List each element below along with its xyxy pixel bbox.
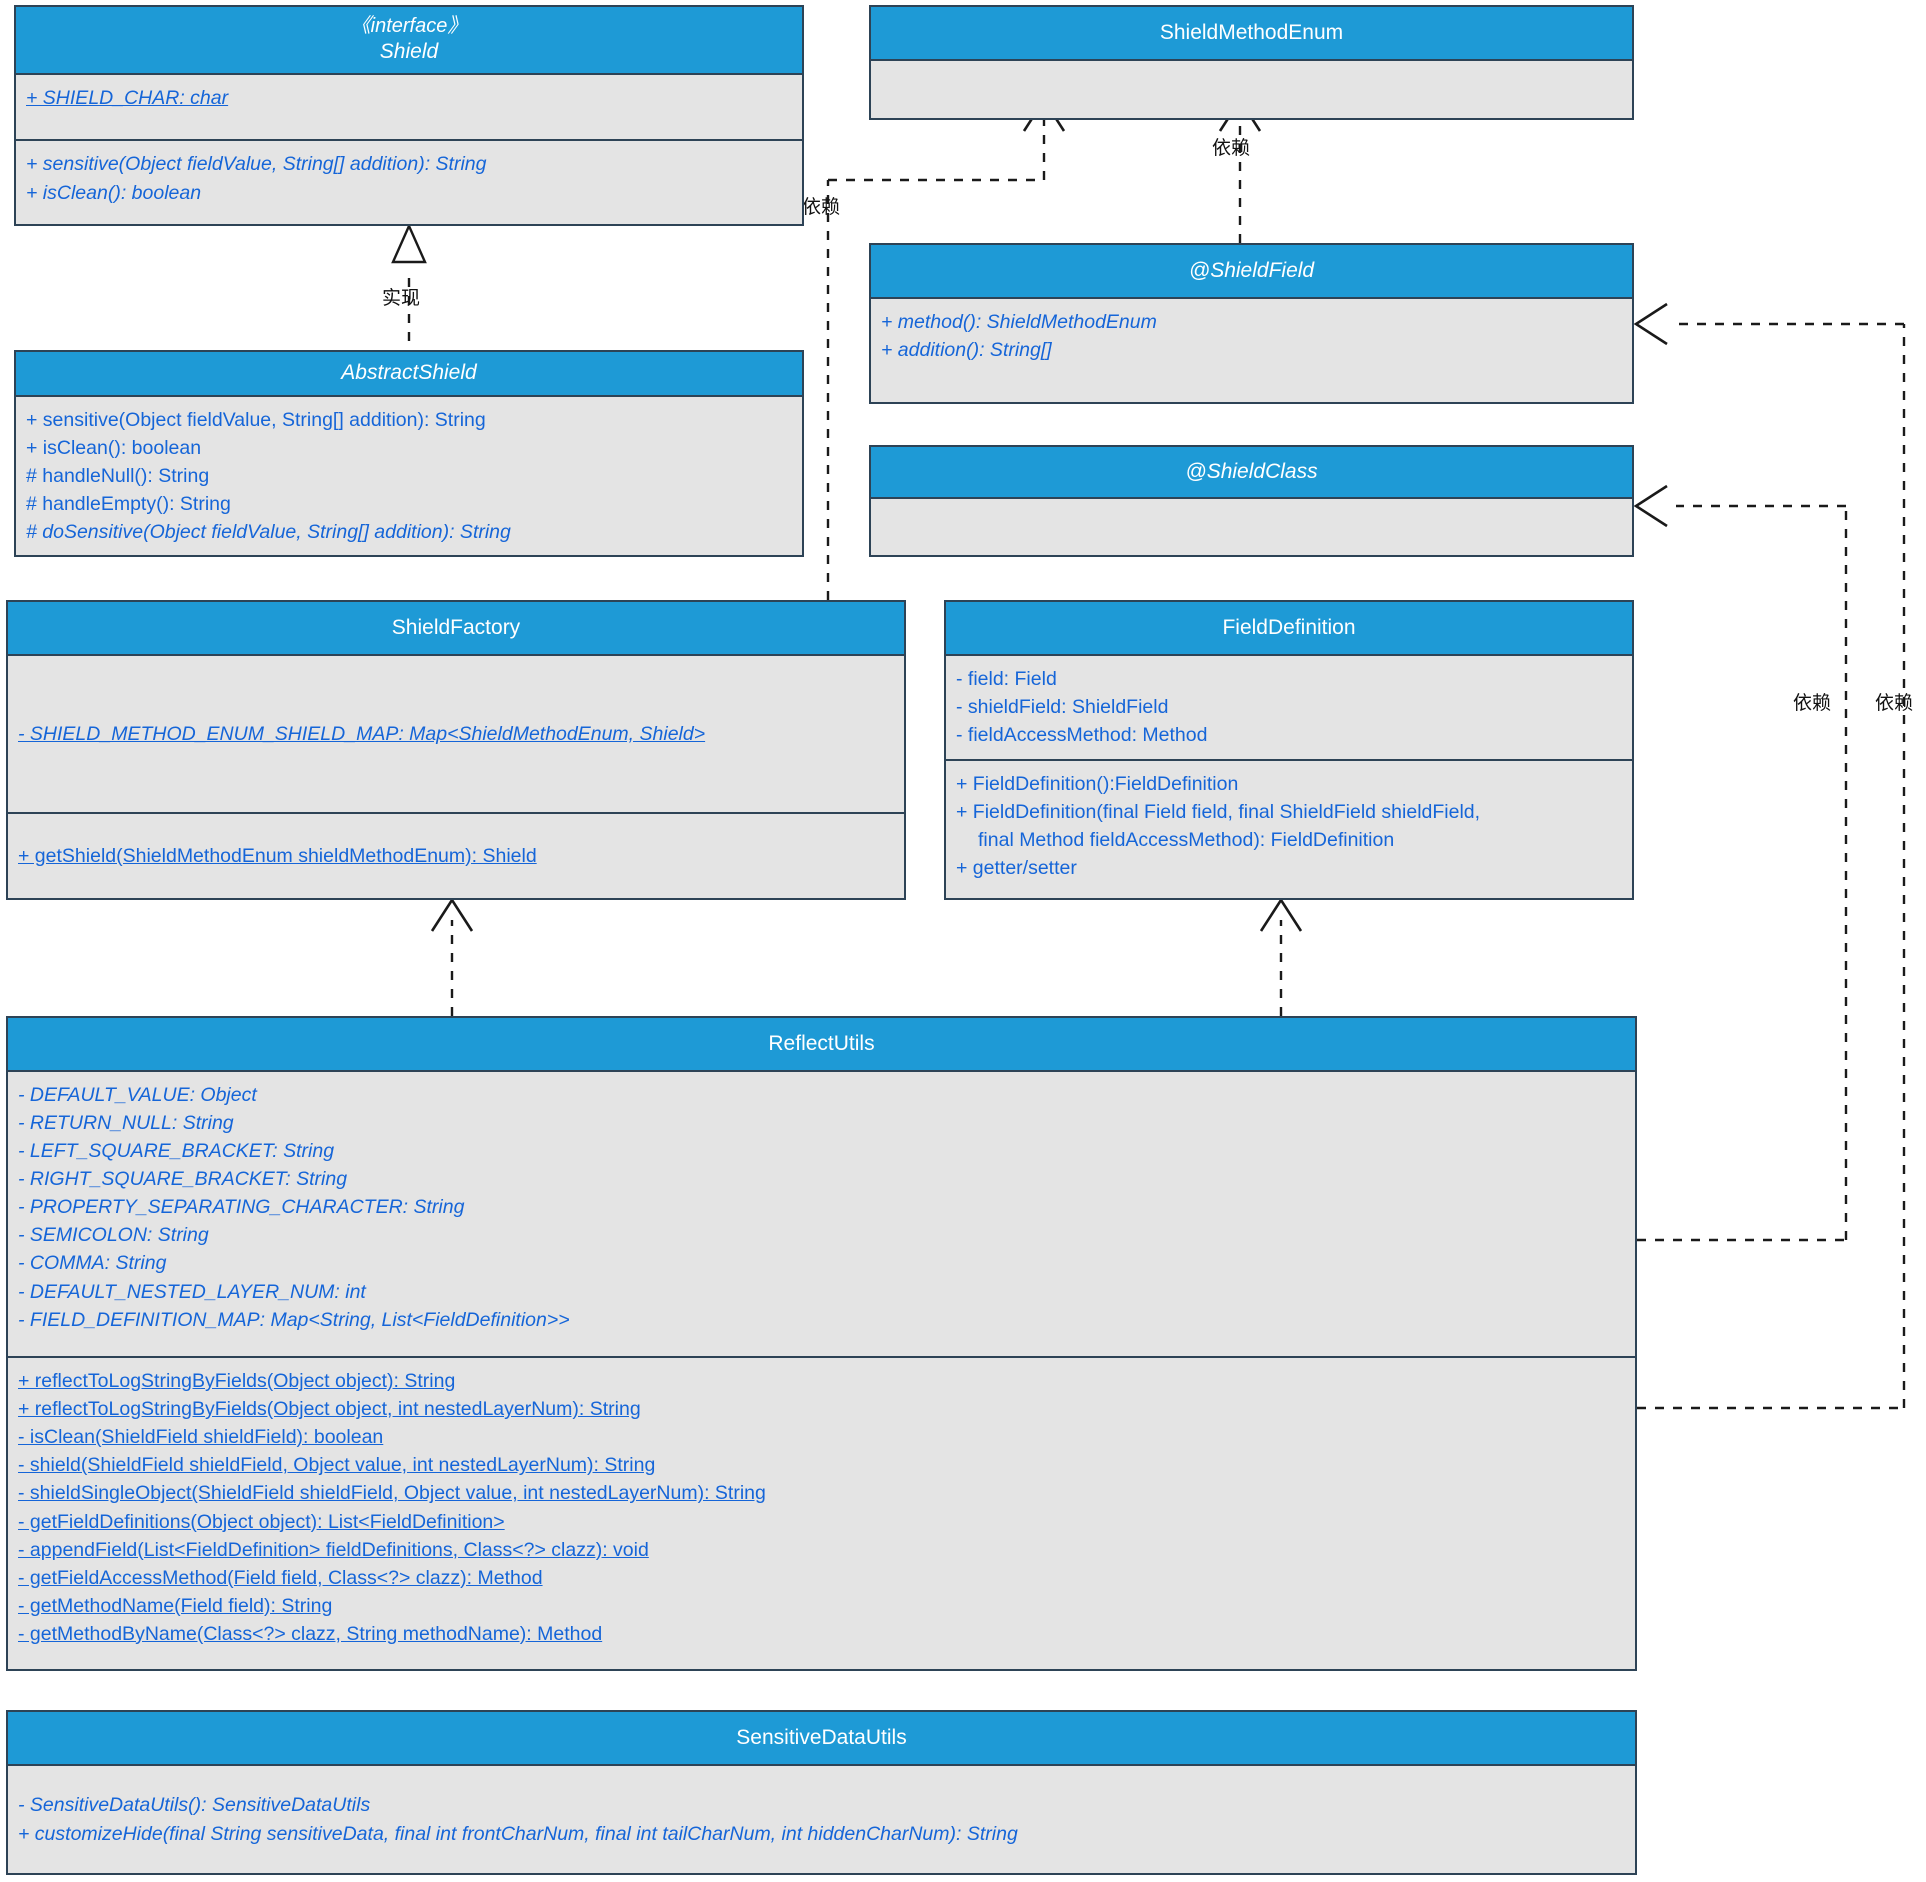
member-reflectutils-getmethodname: - getMethodName(Field field): String [18, 1594, 333, 1617]
class-box-shield[interactable]: 《interface》 Shield + SHIELD_CHAR: char +… [14, 5, 804, 226]
member-reflectutils-default-value: - DEFAULT_VALUE: Object [18, 1084, 257, 1106]
member-reflectutils-return-null: - RETURN_NULL: String [18, 1112, 234, 1135]
member-shieldfactory-map: - SHIELD_METHOD_ENUM_SHIELD_MAP: Map<Shi… [18, 722, 706, 745]
member-reflectutils-comma: - COMMA: String [18, 1252, 167, 1275]
member-reflectutils-appendfield: - appendField(List<FieldDefinition> fiel… [18, 1538, 649, 1561]
open-arrowhead-fielddefinition [1259, 897, 1303, 932]
class-header-shieldmethodenum: ShieldMethodEnum [871, 7, 1632, 61]
class-methods-fielddefinition: + FieldDefinition():FieldDefinition + Fi… [946, 758, 1632, 898]
member-fielddefinition-ctor1-line2: final Method fieldAccessMethod): FieldDe… [978, 829, 1395, 851]
open-arrowhead-shieldclass [1633, 484, 1668, 528]
class-name-shield: Shield [379, 40, 439, 64]
class-header-sensitivedatautils: SensitiveDataUtils [8, 1712, 1635, 1766]
member-fielddefinition-gettersetter: + getter/setter [956, 857, 1077, 880]
class-methods-shieldfactory: + getShield(ShieldMethodEnum shieldMetho… [8, 811, 904, 898]
member-reflectutils-reflecttologstringbyfields-2: + reflectToLogStringByFields(Object obje… [18, 1398, 641, 1421]
member-reflectutils-left-square-bracket: - LEFT_SQUARE_BRACKET: String [18, 1140, 335, 1163]
class-box-shieldmethodenum[interactable]: ShieldMethodEnum [869, 5, 1634, 120]
member-shield-sensitive: + sensitive(Object fieldValue, String[] … [26, 153, 487, 176]
class-stereotype-shield: 《interface》 [350, 15, 468, 38]
class-name-sensitivedatautils: SensitiveDataUtils [736, 1725, 907, 1749]
member-fielddefinition-ctor0: + FieldDefinition():FieldDefinition [956, 772, 1239, 795]
member-reflectutils-default-nested-layer-num: - DEFAULT_NESTED_LAYER_NUM: int [18, 1280, 366, 1303]
class-header-shield: 《interface》 Shield [16, 7, 802, 75]
class-name-shieldfield-annotation: @ShieldField [1188, 258, 1315, 282]
member-fielddefinition-ctor1-line1: + FieldDefinition(final Field field, fin… [956, 800, 1481, 823]
member-shield-isclean: + isClean(): boolean [26, 181, 202, 204]
member-reflectutils-getfieldaccessmethod: - getFieldAccessMethod(Field field, Clas… [18, 1566, 543, 1589]
class-box-reflectutils[interactable]: ReflectUtils - DEFAULT_VALUE: Object - R… [6, 1016, 1637, 1671]
class-name-abstractshield: AbstractShield [341, 361, 477, 385]
member-reflectutils-property-separating-character: - PROPERTY_SEPARATING_CHARACTER: String [18, 1196, 465, 1219]
class-header-fielddefinition: FieldDefinition [946, 602, 1632, 656]
member-abstractshield-sensitive: + sensitive(Object fieldValue, String[] … [26, 408, 486, 431]
member-shieldfield-addition: + addition(): String[] [881, 339, 1052, 362]
member-fielddefinition-shieldfield: - shieldField: ShieldField [956, 696, 1169, 719]
class-name-shieldmethodenum: ShieldMethodEnum [1159, 20, 1344, 44]
class-box-abstractshield[interactable]: AbstractShield + sensitive(Object fieldV… [14, 350, 804, 557]
member-reflectutils-field-definition-map: - FIELD_DEFINITION_MAP: Map<String, List… [18, 1308, 570, 1331]
class-box-sensitivedatautils[interactable]: SensitiveDataUtils - SensitiveDataUtils(… [6, 1710, 1637, 1875]
triangle-arrowhead-shield [391, 223, 427, 264]
class-header-reflectutils: ReflectUtils [8, 1018, 1635, 1072]
class-body-shieldclass-annotation [871, 499, 1632, 555]
class-name-shieldclass-annotation: @ShieldClass [1185, 459, 1318, 483]
member-sensitivedatautils-ctor: - SensitiveDataUtils(): SensitiveDataUti… [18, 1794, 371, 1817]
class-box-shieldclass-annotation[interactable]: @ShieldClass [869, 445, 1634, 557]
open-arrowhead-shieldfield [1633, 302, 1668, 346]
class-header-shieldfield-annotation: @ShieldField [871, 245, 1632, 299]
member-shield-char: + SHIELD_CHAR: char [26, 87, 229, 109]
member-shieldfield-method: + method(): ShieldMethodEnum [881, 311, 1157, 333]
member-fielddefinition-fieldaccessmethod: - fieldAccessMethod: Method [956, 724, 1208, 747]
class-header-shieldfactory: ShieldFactory [8, 602, 904, 656]
member-reflectutils-shieldsingleobject: - shieldSingleObject(ShieldField shieldF… [18, 1482, 766, 1505]
member-abstractshield-handlenull: # handleNull(): String [26, 464, 210, 487]
class-header-shieldclass-annotation: @ShieldClass [871, 447, 1632, 499]
class-methods-reflectutils: + reflectToLogStringByFields(Object obje… [8, 1356, 1635, 1669]
member-abstractshield-handleempty: # handleEmpty(): String [26, 492, 231, 515]
member-reflectutils-shield: - shield(ShieldField shieldField, Object… [18, 1454, 656, 1477]
member-abstractshield-isclean: + isClean(): boolean [26, 436, 202, 459]
class-attributes-reflectutils: - DEFAULT_VALUE: Object - RETURN_NULL: S… [8, 1072, 1635, 1356]
class-attributes-shield: + SHIELD_CHAR: char [16, 75, 802, 139]
class-header-abstractshield: AbstractShield [16, 352, 802, 397]
member-reflectutils-reflecttologstringbyfields-1: + reflectToLogStringByFields(Object obje… [18, 1370, 456, 1393]
member-reflectutils-semicolon: - SEMICOLON: String [18, 1224, 209, 1247]
class-attributes-fielddefinition: - field: Field - shieldField: ShieldFiel… [946, 656, 1632, 759]
relation-label-realize: 实现 [382, 287, 421, 309]
class-methods-shieldfield-annotation: + method(): ShieldMethodEnum + addition(… [871, 299, 1632, 402]
class-methods-shield: + sensitive(Object fieldValue, String[] … [16, 139, 802, 224]
relation-label-depend-shieldfield-enum: 依赖 [1212, 137, 1251, 159]
relation-label-depend-reflectutils-shieldfield: 依赖 [1875, 692, 1914, 714]
member-sensitivedatautils-customizehide: + customizeHide(final String sensitiveDa… [18, 1822, 1018, 1845]
relation-label-depend-shieldfactory-enum: 依赖 [802, 196, 841, 218]
member-reflectutils-right-square-bracket: - RIGHT_SQUARE_BRACKET: String [18, 1168, 348, 1191]
class-body-shieldmethodenum [871, 61, 1632, 118]
class-methods-sensitivedatautils: - SensitiveDataUtils(): SensitiveDataUti… [8, 1766, 1635, 1873]
member-shieldfactory-getshield: + getShield(ShieldMethodEnum shieldMetho… [18, 844, 537, 867]
member-reflectutils-getfielddefinitions: - getFieldDefinitions(Object object): Li… [18, 1510, 505, 1533]
member-reflectutils-getmethodbyname: - getMethodByName(Class<?> clazz, String… [18, 1622, 603, 1645]
relation-label-depend-reflectutils-shieldclass: 依赖 [1793, 692, 1832, 714]
class-name-fielddefinition: FieldDefinition [1222, 615, 1356, 639]
member-reflectutils-isclean: - isClean(ShieldField shieldField): bool… [18, 1426, 384, 1449]
class-name-reflectutils: ReflectUtils [768, 1031, 875, 1055]
open-arrowhead-shieldfactory [430, 897, 474, 932]
member-abstractshield-dosensitive: # doSensitive(Object fieldValue, String[… [26, 520, 511, 543]
class-name-shieldfactory: ShieldFactory [391, 615, 521, 639]
member-fielddefinition-field: - field: Field [956, 668, 1057, 690]
class-box-shieldfield-annotation[interactable]: @ShieldField + method(): ShieldMethodEnu… [869, 243, 1634, 404]
class-methods-abstractshield: + sensitive(Object fieldValue, String[] … [16, 397, 802, 555]
class-box-fielddefinition[interactable]: FieldDefinition - field: Field - shieldF… [944, 600, 1634, 900]
class-box-shieldfactory[interactable]: ShieldFactory - SHIELD_METHOD_ENUM_SHIEL… [6, 600, 906, 900]
class-attributes-shieldfactory: - SHIELD_METHOD_ENUM_SHIELD_MAP: Map<Shi… [8, 656, 904, 812]
